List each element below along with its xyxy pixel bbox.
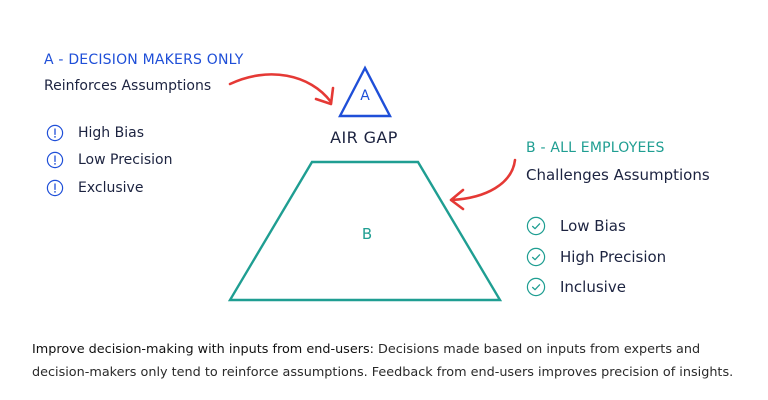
arrow-to-b: [450, 158, 517, 202]
group-a-list: High Bias Low Precision Exclusive: [46, 119, 173, 202]
alert-circle-icon: [46, 179, 64, 196]
trapezoid-b-shape: [227, 160, 503, 302]
check-circle-icon: [526, 217, 546, 236]
list-item: Inclusive: [526, 272, 666, 303]
alert-circle-icon: [46, 152, 64, 169]
triangle-a-label: A: [360, 88, 370, 104]
check-circle-icon: [526, 278, 546, 297]
triangle-a-shape: [338, 65, 392, 118]
group-b-list: Low Bias High Precision Inclusive: [526, 211, 666, 303]
list-item: High Bias: [46, 119, 173, 147]
alert-circle-icon: [46, 124, 64, 141]
list-item: Low Precision: [46, 147, 173, 175]
list-item-label: High Precision: [560, 247, 667, 266]
trapezoid-b-label: B: [361, 225, 373, 243]
list-item-label: Low Bias: [560, 217, 626, 236]
check-circle-icon: [526, 247, 546, 266]
pyramid-diagram: [227, 65, 517, 302]
list-item: High Precision: [526, 242, 666, 273]
group-a-heading: A - DECISION MAKERS ONLY: [44, 52, 244, 68]
list-item-label: High Bias: [78, 124, 144, 141]
group-b-heading: B - ALL EMPLOYEES: [526, 140, 665, 156]
arrowhead-a: [314, 86, 335, 106]
air-gap-label: AIR GAP: [330, 128, 398, 147]
caption-body: Decisions made based on inputs from expe…: [32, 342, 734, 380]
list-item-label: Low Precision: [78, 152, 173, 169]
list-item: Exclusive: [46, 174, 173, 202]
group-b-subheading: Challenges Assumptions: [526, 166, 710, 184]
caption: Improve decision-making with inputs from…: [32, 338, 744, 384]
arrow-to-a: [228, 73, 333, 104]
group-a-subheading: Reinforces Assumptions: [44, 78, 212, 94]
list-item-label: Inclusive: [560, 278, 626, 297]
list-item-label: Exclusive: [78, 179, 144, 196]
caption-lead: Improve decision-making with inputs from…: [32, 342, 374, 357]
list-item: Low Bias: [526, 211, 666, 242]
arrowhead-b: [449, 188, 465, 211]
